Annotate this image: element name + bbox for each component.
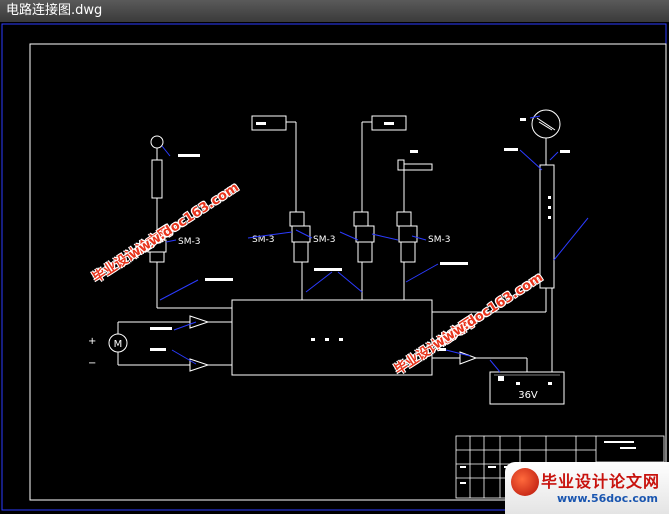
sm-left-label: SM-3 [178,237,200,247]
controller-box-label [311,338,343,341]
motor-symbol [108,333,128,353]
fuel-gauge [531,109,561,289]
plus-label: + [88,336,96,347]
left-switch [147,135,167,263]
controller-box [231,299,433,376]
sm-mid-label: SM-3 [313,235,335,245]
component-annotations [150,118,570,351]
minus-label: − [88,358,96,369]
voltage-label: 36V [518,390,538,401]
motor-label: M [114,339,123,350]
brand-url: www.56doc.com [557,492,658,505]
window-title: 电路连接图.dwg [6,3,103,18]
sm-right-label: SM-3 [428,235,450,245]
brand-badge[interactable]: 毕业设计论文网 www.56doc.com [505,462,669,514]
title-bar: 电路连接图.dwg [0,0,669,23]
sm-mid-left-label: SM-3 [252,235,274,245]
leader-lines [159,115,589,373]
drawing-border [29,43,667,501]
brand-name: 毕业设计论文网 [541,472,661,491]
wiring [117,121,553,372]
top-switches [251,115,433,263]
drawing-canvas[interactable]: 36V [0,22,669,514]
brand-logo-icon [511,468,539,496]
